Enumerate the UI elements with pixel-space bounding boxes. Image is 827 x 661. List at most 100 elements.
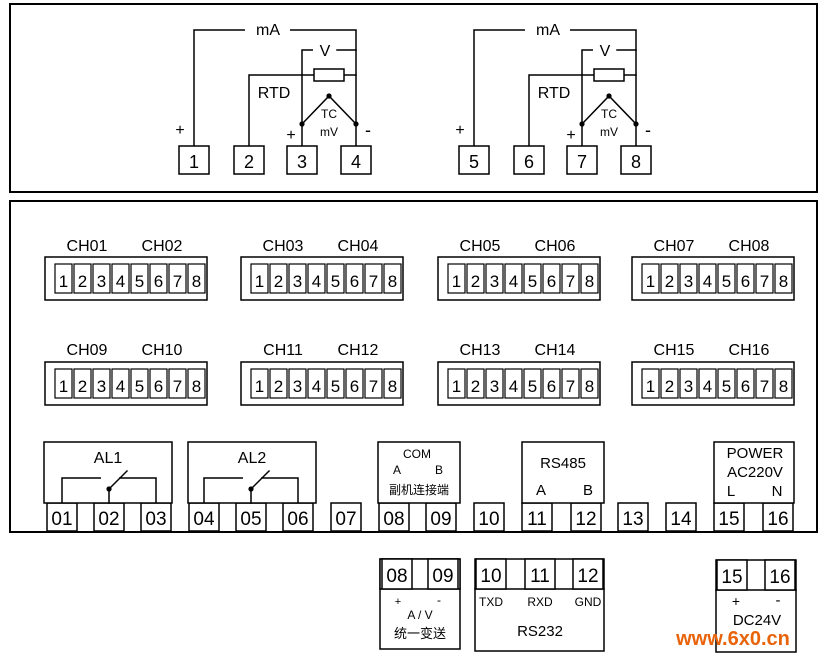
plus-sign: +: [566, 127, 575, 144]
relay-label: AL1: [94, 450, 123, 467]
dip-switch-cell: [641, 263, 660, 294]
terminal-number: 10: [478, 509, 499, 530]
dip-switch-number: 2: [78, 272, 87, 291]
input-terminal-number: 1: [189, 152, 199, 172]
dc-voltage-label: DC24V: [733, 612, 781, 629]
channel-label: CH05: [460, 238, 501, 255]
input-terminal-number: 4: [351, 152, 361, 172]
ma-wire: [473, 29, 525, 146]
terminal-number: 05: [240, 509, 261, 530]
dip-switch-number: 7: [369, 272, 378, 291]
channel-label: CH07: [654, 238, 695, 255]
dip-switch-number: 1: [59, 272, 68, 291]
channel-label: CH10: [142, 342, 183, 359]
dip-switch-number: 8: [388, 377, 397, 396]
dip-switch-cell: [92, 368, 111, 399]
terminal-number: 11: [527, 509, 547, 530]
dip-switch-cell: [250, 368, 269, 399]
terminal-box: [330, 502, 362, 532]
dip-switch-number: 6: [154, 377, 163, 396]
input-terminal-number: 6: [524, 152, 534, 172]
dip-switch-number: 8: [779, 377, 788, 396]
rs485-title: RS485: [540, 455, 586, 472]
dip-switch-number: 1: [452, 272, 461, 291]
channel-label: CH16: [729, 342, 770, 359]
rs232-signal-label: RXD: [527, 595, 553, 609]
dip-switch-cell: [111, 368, 130, 399]
dip-switch-cell: [580, 263, 599, 294]
dip-switch-number: 8: [192, 377, 201, 396]
dip-switch-number: 3: [490, 377, 499, 396]
relay-block: [43, 441, 173, 504]
ma-label: mA: [536, 22, 560, 39]
channel-label: CH01: [67, 238, 108, 255]
dip-switch-cell: [679, 263, 698, 294]
dip-switch-number: 3: [97, 272, 106, 291]
mv-label: mV: [600, 125, 618, 139]
rs232-title: RS232: [517, 623, 563, 640]
minus-sign: -: [437, 593, 441, 607]
terminal-box: [93, 502, 125, 532]
input-terminal-number: 8: [631, 152, 641, 172]
rtd-resistor: [313, 68, 345, 82]
dip-switch-cell: [542, 368, 561, 399]
channel-label: CH09: [67, 342, 108, 359]
com-b-label: B: [435, 463, 443, 477]
terminal-box: [762, 502, 794, 532]
terminal-box: [617, 502, 649, 532]
dip-switch-cell: [345, 263, 364, 294]
power-n-label: N: [772, 483, 783, 500]
terminal-number: 13: [622, 509, 643, 530]
power-voltage: AC220V: [727, 464, 783, 481]
dip-switch-cell: [485, 368, 504, 399]
option-terminal-box: [475, 558, 507, 590]
com-a-label: A: [393, 463, 401, 477]
input-terminal-number: 5: [469, 152, 479, 172]
voltage-wire: [301, 49, 313, 146]
tc-label: TC: [601, 107, 617, 121]
terminal-number: 08: [383, 509, 404, 530]
dip-switch-number: 1: [646, 377, 655, 396]
input-terminal-box: [566, 145, 598, 175]
dip-switch-cell: [447, 263, 466, 294]
channel-label: CH02: [142, 238, 183, 255]
relay-label: AL2: [238, 450, 267, 467]
relay-switch-blade: [107, 469, 129, 491]
dip-switch-number: 3: [684, 272, 693, 291]
rtd-resistor: [593, 68, 625, 82]
dip-switch-number: 4: [116, 377, 125, 396]
dip-switch-number: 2: [274, 377, 283, 396]
terminal-number: 09: [430, 509, 451, 530]
dip-switch-number: 5: [722, 272, 731, 291]
dip-switch-cell: [326, 368, 345, 399]
terminal-number: 03: [145, 509, 166, 530]
dip-switch-cell: [54, 263, 73, 294]
voltage-wire: [581, 49, 593, 146]
relay-switch-blade: [249, 469, 271, 491]
rs485-block: [521, 441, 605, 504]
dip-switch-cell: [504, 263, 523, 294]
terminal-box: [570, 502, 602, 532]
dip-switch-cell: [54, 368, 73, 399]
terminal-box: [140, 502, 172, 532]
dip-switch-number: 7: [760, 377, 769, 396]
terminal-box: [46, 502, 78, 532]
option-terminal-box: [764, 559, 796, 591]
dip-switch-cell: [774, 263, 793, 294]
relay-contact-wire: [61, 477, 101, 503]
terminal-number: 14: [670, 509, 692, 530]
dip-switch-number: 3: [97, 377, 106, 396]
transmitter-signal-label: A / V: [407, 608, 432, 622]
dip-switch-number: 6: [350, 272, 359, 291]
dip-switch-cell: [523, 263, 542, 294]
input-terminal-box: [458, 145, 490, 175]
minus-sign: -: [776, 592, 781, 609]
terminal-box: [378, 502, 410, 532]
dip-switch-number: 8: [779, 272, 788, 291]
voltage-label: V: [320, 43, 331, 60]
dip-switch-cell: [755, 263, 774, 294]
option-terminal-box: [381, 558, 413, 590]
terminal-number: 15: [718, 509, 739, 530]
dip-switch-number: 1: [255, 272, 264, 291]
